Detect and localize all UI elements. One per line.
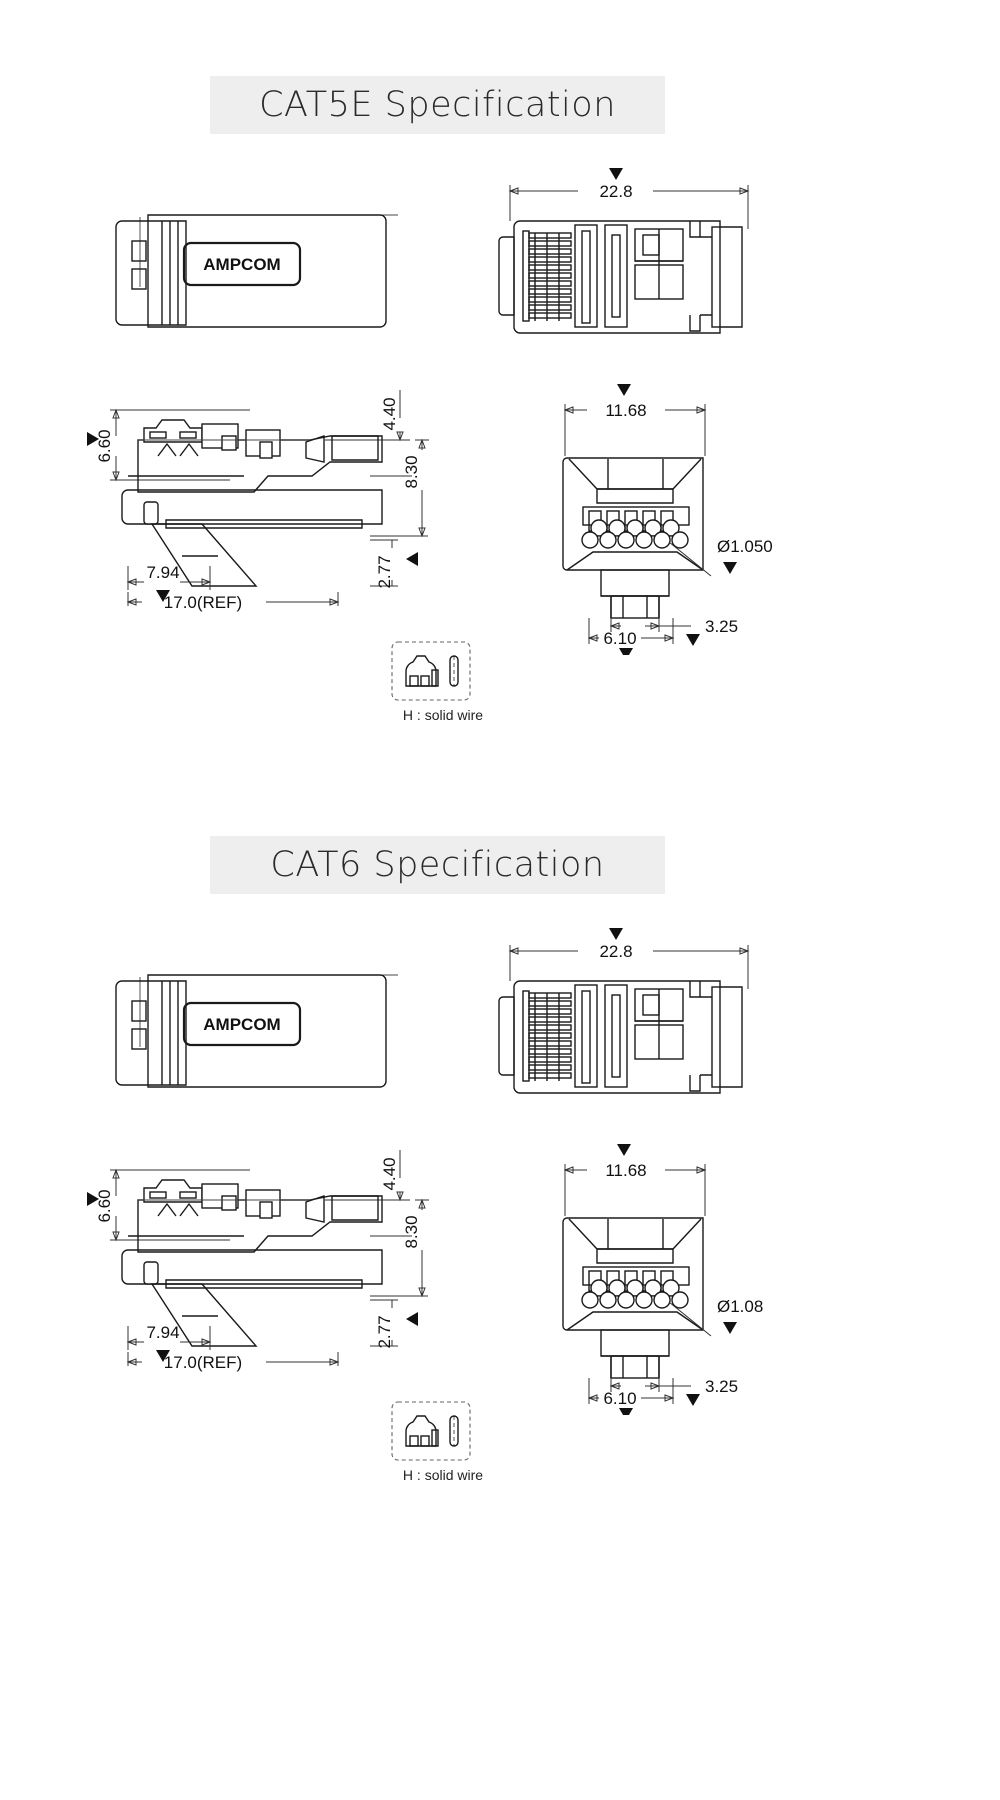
dim-bottom-right-2: 2.77 [375,1315,394,1348]
datum-triangle-front-icon [617,384,631,396]
datum-triangle-794-icon [156,590,170,602]
dim-right: 8.30 [402,455,421,488]
brand-label: AMPCOM [203,255,280,274]
dim-overall-2: 17.0(REF) [164,1353,242,1372]
dim-front-mid-2: 3.25 [705,1377,738,1396]
wire-note-label-2: H : solid wire [403,1467,483,1483]
top-view-drawing: AMPCOM [115,214,398,328]
dim-right-2: 8.30 [402,1215,421,1248]
datum-triangle-610-icon [619,648,633,655]
dim-hole-diameter-2: Ø1.08 [717,1297,763,1316]
dim-hole-diameter: Ø1.050 [717,537,773,556]
section-cat6: CAT6 Specification AMPCOM 22.8 [0,760,1000,1550]
datum-triangle-right-icon [406,552,418,566]
wire-note-drawing-2: H : solid wire [391,1401,483,1483]
datum-triangle-front-icon-2 [617,1144,631,1156]
dim-front-width-2: 11.68 [605,1161,646,1180]
datum-triangle-left-icon [87,432,99,446]
dim-bottom-left: 7.94 [146,563,179,582]
dim-front-bottom-2: 6.10 [603,1389,636,1408]
top-view-drawing-2: AMPCOM [115,974,398,1088]
wire-note-drawing: H : solid wire [391,641,483,723]
datum-triangle-325-icon [686,634,700,646]
section-view-drawing: 6.60 4.40 8.30 [87,390,429,612]
dim-bottom-left-2: 7.94 [146,1323,179,1342]
datum-triangle-325-icon-2 [686,1394,700,1406]
front-view-drawing: 11.68 [562,384,773,655]
front-view-drawing-2: 11.68 [562,1144,763,1415]
datum-triangle-right-icon-2 [406,1312,418,1326]
brand-label-2: AMPCOM [203,1015,280,1034]
datum-triangle-left-icon-2 [87,1192,99,1206]
dim-front-width: 11.68 [605,401,646,420]
dim-bottom-right: 2.77 [375,555,394,588]
plan-view-drawing: 22.8 [498,168,750,334]
dim-top-right: 4.40 [380,397,399,430]
dim-overall: 17.0(REF) [164,593,242,612]
dim-plan-width-2: 22.8 [599,942,632,961]
dim-front-mid: 3.25 [705,617,738,636]
datum-triangle-dia-icon-2 [723,1322,737,1334]
dim-front-bottom: 6.10 [603,629,636,648]
dim-top-right-2: 4.40 [380,1157,399,1190]
datum-triangle-794-icon-2 [156,1350,170,1362]
dim-height-left-2: 6.60 [95,1189,114,1222]
datum-triangle-610-icon-2 [619,1408,633,1415]
dim-height-left: 6.60 [95,429,114,462]
plan-view-drawing-2: 22.8 [498,928,750,1094]
section-title-banner: CAT5E Specification [210,76,665,134]
wire-note-label: H : solid wire [403,707,483,723]
datum-triangle-dia-icon [723,562,737,574]
dim-plan-width: 22.8 [599,182,632,201]
datum-triangle-icon [609,168,623,180]
section-title-banner-2: CAT6 Specification [210,836,665,894]
section-title-2: CAT6 Specification [270,845,605,885]
section-title: CAT5E Specification [259,85,616,125]
section-view-drawing-2: 6.60 4.40 8.30 [87,1150,429,1372]
datum-triangle-icon-2 [609,928,623,940]
section-cat5e: CAT5E Specification AMPCOM [0,0,1000,790]
